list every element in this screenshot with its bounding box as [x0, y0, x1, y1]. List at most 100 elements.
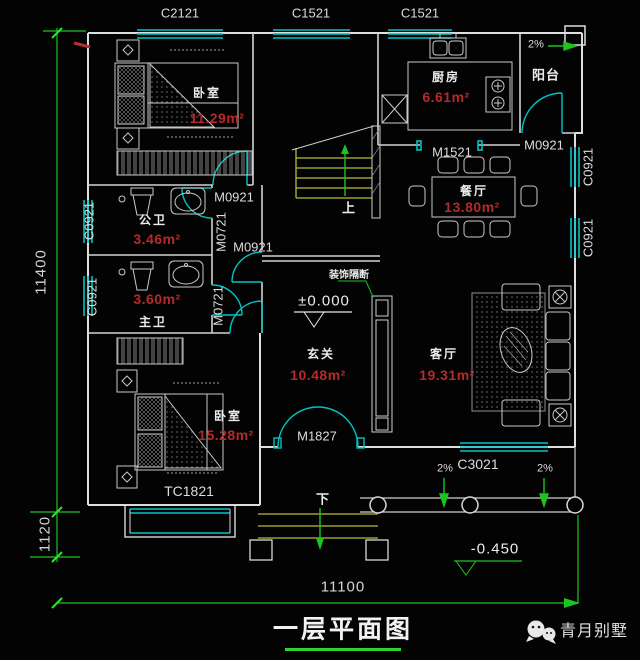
- door-jamb: [416, 140, 422, 151]
- window-label-tc1821: TC1821: [164, 483, 214, 499]
- bedroom2-furniture: [116, 337, 224, 489]
- window-c0921-right-b: [570, 218, 580, 258]
- window-c1521-b: [388, 29, 452, 39]
- dim-total-height: 11400: [32, 249, 50, 295]
- nightstand: [116, 39, 140, 62]
- coffee-table: [499, 327, 533, 373]
- bedroom1-furniture: [114, 39, 253, 176]
- window-c1521-a: [273, 29, 350, 39]
- door-label-m0921-bedroom1: M0921: [214, 189, 254, 205]
- door-frame: [273, 437, 282, 449]
- entry-steps: [258, 513, 378, 539]
- floor-drain: [118, 195, 126, 203]
- window-label-c2121: C2121: [160, 5, 200, 21]
- partition-note: 装饰隔断: [329, 270, 369, 281]
- wardrobe: [116, 337, 184, 365]
- fine-print-row: [167, 382, 220, 474]
- window-c0921-left-b: [83, 276, 93, 316]
- stair-down-label: 下: [315, 491, 331, 507]
- pillow: [117, 65, 145, 95]
- room-name-dining: 餐厅: [459, 184, 489, 198]
- sofa-seat: [501, 283, 541, 311]
- dim-porch-depth: 1120: [36, 515, 54, 553]
- room-area-living: 19.31m²: [419, 367, 475, 383]
- porch-column: [566, 496, 584, 514]
- room-area-dining: 13.80m²: [444, 199, 500, 215]
- slope-arrows: [439, 41, 579, 509]
- column-base: [249, 539, 273, 561]
- wechat-icon: [526, 620, 556, 644]
- title-underline: [285, 648, 401, 651]
- porch: [249, 447, 584, 561]
- fine-print-row: [167, 49, 235, 138]
- door-label-m0921-balcony: M0921: [524, 137, 564, 153]
- kitchen-fixtures: [381, 32, 513, 131]
- plant: [548, 403, 572, 427]
- door-hall: [231, 251, 263, 283]
- room-name-balcony: 阳台: [531, 67, 561, 83]
- dimension-lines: [30, 27, 580, 609]
- wardrobe: [116, 150, 253, 176]
- window-label-c1521-a: C1521: [291, 5, 331, 21]
- rug: [471, 292, 546, 412]
- sofa-seat: [501, 399, 541, 427]
- pillow: [137, 433, 163, 468]
- plant: [548, 285, 572, 309]
- toilet-bowl: [132, 268, 152, 291]
- window-label-c0921-right-a: C0921: [580, 147, 596, 187]
- interior-walls: [88, 33, 575, 334]
- room-area-bedroom1: 11.29m²: [189, 110, 245, 126]
- room-name-bedroom1: 卧室: [192, 86, 222, 100]
- window-label-c3021: C3021: [457, 456, 499, 472]
- window-label-c1521-b: C1521: [400, 5, 440, 21]
- sofa-seat: [545, 311, 571, 341]
- door-label-m1521: M1521: [432, 144, 472, 160]
- page-title: 一层平面图: [272, 615, 414, 644]
- windows: [83, 29, 580, 452]
- slope-label-porch-right: 2%: [537, 462, 553, 475]
- toilet-tank: [130, 261, 154, 270]
- toilet-bowl: [132, 194, 152, 216]
- corner-cabinet: [381, 94, 408, 124]
- stair-up-label: 上: [341, 200, 357, 216]
- sofa-seat: [545, 371, 571, 401]
- room-name-bath-public: 公卫: [138, 213, 168, 227]
- window-c0921-left-a: [83, 200, 93, 243]
- door-bedroom2: [229, 300, 263, 334]
- floor-drain: [118, 268, 126, 276]
- window-c3021: [460, 442, 548, 452]
- dining-table: [431, 176, 516, 218]
- door-label-m0721-bath-public: M0721: [213, 212, 229, 252]
- dim-total-width: 11100: [320, 578, 366, 596]
- room-name-foyer: 玄关: [306, 347, 336, 361]
- room-name-living: 客厅: [429, 347, 459, 361]
- blanket-fold: [164, 394, 223, 469]
- door-label-m0721-bath-master: M0721: [210, 286, 226, 326]
- door-label-m1827: M1827: [297, 428, 337, 444]
- sink: [170, 187, 206, 215]
- bed: [114, 62, 239, 129]
- bay-window-tc1821: [124, 504, 236, 538]
- partition-leader-line: [338, 280, 374, 298]
- brand-watermark: 青月别墅: [559, 623, 629, 640]
- pillow: [137, 396, 163, 431]
- window-label-c0921-left-b: C0921: [84, 277, 100, 317]
- living-furniture: [471, 283, 572, 427]
- ground-level-triangle: [455, 560, 477, 576]
- slope-label-balcony: 2%: [528, 38, 544, 51]
- porch-column: [369, 496, 387, 514]
- doors: [181, 92, 563, 449]
- ground-level-label: -0.450: [470, 540, 520, 558]
- door-jamb: [477, 140, 483, 151]
- room-name-kitchen: 厨房: [431, 70, 461, 84]
- bed: [134, 393, 224, 471]
- toilet-tank: [130, 187, 154, 196]
- room-name-bedroom2: 卧室: [213, 409, 243, 423]
- pillow: [117, 95, 145, 125]
- door-label-m0921-hall: M0921: [233, 239, 273, 255]
- door-balcony: [521, 92, 563, 134]
- door-bath-master: [211, 284, 243, 316]
- nightstand: [116, 369, 138, 393]
